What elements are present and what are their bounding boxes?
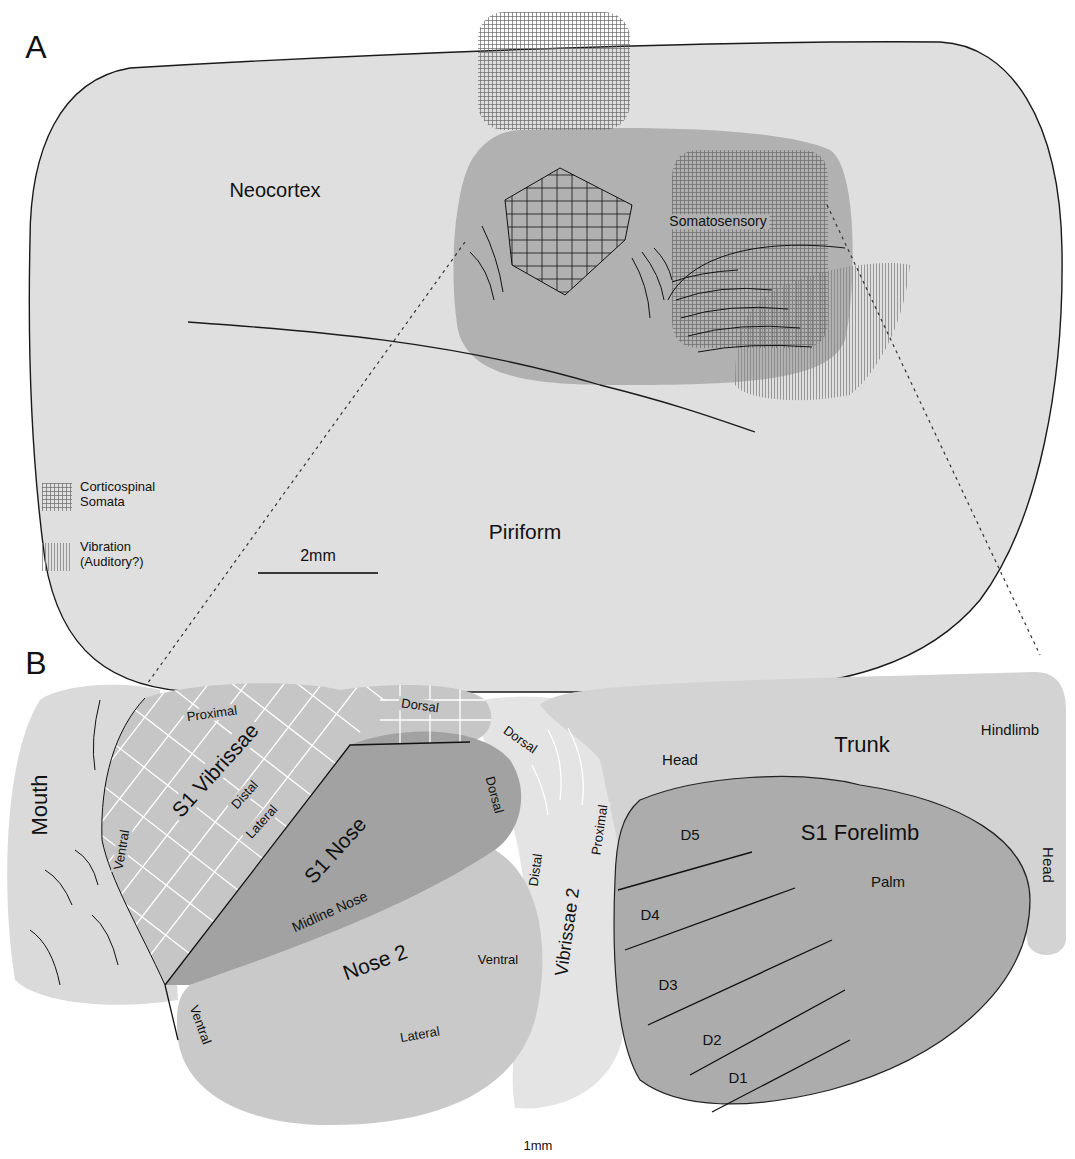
area-border	[102, 698, 165, 985]
area-border	[165, 742, 470, 1040]
digit-label: D5	[680, 827, 699, 844]
region-name: Mouth	[28, 774, 52, 835]
legend-sample	[42, 483, 72, 511]
panel-letter: A	[25, 30, 46, 65]
rhinal-sulcus-line	[188, 322, 755, 432]
region-shape	[445, 120, 865, 395]
legend-pattern	[42, 543, 72, 571]
brain-outline: NeocortexPiriform Somatosensory	[25, 35, 1070, 700]
digit-label: D3	[658, 977, 677, 994]
somatosensory-region: Somatosensory	[445, 120, 865, 395]
cortical-lines	[470, 226, 672, 318]
mouth-lines	[30, 700, 118, 985]
corticospinal-hatch	[478, 12, 630, 130]
region-shape	[605, 765, 1035, 1115]
legend-text: Vibration (Auditory?)	[80, 540, 180, 570]
barrel-field-a	[500, 160, 640, 300]
region-fill	[614, 777, 1030, 1104]
axis-label: Ventral	[478, 953, 518, 967]
digit-label: D2	[702, 1032, 721, 1049]
region-fill	[177, 850, 543, 1125]
region-fill	[29, 42, 1062, 692]
region-name: Somatosensory	[666, 214, 769, 229]
region-fill	[165, 731, 521, 985]
barrel-field-b	[0, 510, 495, 1085]
legend-swatch	[42, 543, 72, 571]
vibration-hatch	[735, 263, 910, 400]
scale-label: 2mm	[300, 547, 336, 565]
corticospinal-hatch	[672, 150, 828, 348]
panel-letter: B	[25, 646, 46, 681]
legend-sample	[42, 543, 72, 571]
scale-label: 1mm	[524, 1139, 553, 1153]
scale-bar	[258, 572, 378, 573]
barrel-field-outline	[505, 168, 632, 295]
legend-swatch	[42, 483, 72, 511]
digit-border	[618, 852, 850, 1112]
vibrissae-2-rows	[532, 728, 583, 815]
region-name: Neocortex	[229, 179, 320, 201]
region-name: S1 Forelimb	[801, 821, 920, 845]
forelimb-stripes-a	[668, 245, 845, 352]
legend-text: Corticospinal Somata	[80, 480, 180, 510]
body-part-label: Head	[1040, 847, 1057, 883]
digit-label: D1	[728, 1070, 747, 1087]
region-fill	[453, 128, 852, 385]
body-part-label: Hindlimb	[981, 722, 1039, 739]
region-name: Trunk	[834, 733, 889, 757]
legend-pattern	[42, 483, 72, 511]
forelimb-region: S1 Forelimb	[605, 765, 1035, 1115]
zoom-line	[147, 205, 1040, 684]
digit-label: D4	[640, 907, 659, 924]
region-name: Piriform	[489, 520, 561, 543]
body-part-label: Head	[662, 752, 698, 769]
body-part-label: Palm	[871, 874, 905, 891]
